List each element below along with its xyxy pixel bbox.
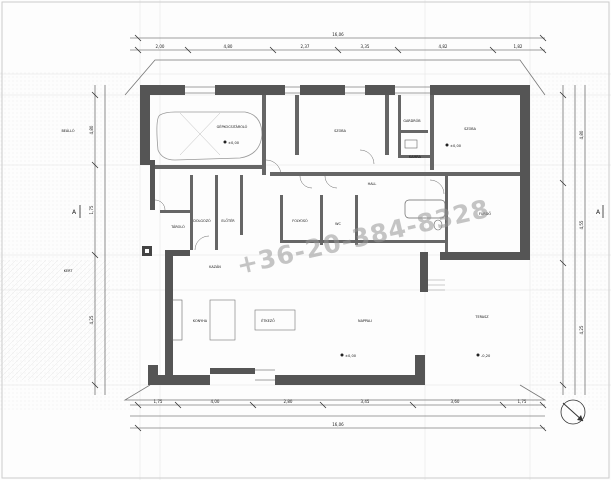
dining-table [254,309,296,331]
room-label-bathroom: FÜRDŐ [479,211,491,216]
car-icon [156,111,263,161]
dim-right-side: 4,80 [579,130,584,139]
sink-icon [404,139,418,149]
dim-top-segment: 3,35 [361,44,370,49]
toilet-icon [433,219,443,231]
room-label-corridor: FOLYOSÓ [292,218,308,223]
dim-top-segment: 1,82 [514,44,523,49]
room-label-parking: BEÁLLÓ [61,128,74,133]
section-mark: A [72,209,77,216]
room-label-storage: TÁROLÓ [170,224,185,229]
dim-bottom-overall: 16,06 [332,422,344,427]
dim-bottom-segment: 2,80 [284,399,293,404]
dim-left-side: 1,75 [89,205,94,214]
section-mark: A [596,209,601,216]
level-mark: ±0,00 [450,144,462,148]
dim-bottom-segment: 3,60 [451,399,460,404]
room-label-kitchen: KONYHA [193,319,208,323]
room-label-terrace: TERASZ [474,315,489,319]
dim-bottom-segment: 3,45 [361,399,370,404]
stove-icon [171,299,183,341]
dim-bottom-segment: 4,00 [211,399,220,404]
level-mark: -0,20 [481,354,491,358]
dim-top-overall: 16,06 [332,32,344,37]
dim-bottom-segment: 1,75 [154,399,163,404]
room-label-dining: ÉTKEZŐ [261,318,275,323]
dim-top-segment: 2,00 [156,44,165,49]
room-label-bedroom1: SZOBA [334,129,346,133]
dim-bottom-segment: 1,75 [518,399,527,404]
room-label-study: DOLGOZÓ [193,218,211,223]
room-label-hall: HALL [368,182,377,186]
dim-top-segment: 2,37 [301,44,310,49]
north-icon [560,399,586,425]
room-label-wardrobe: GARDRÓB [403,118,421,123]
kitchen-island [209,299,236,341]
room-label-wc: WC [335,222,341,226]
room-label-boiler: KAZÁN [209,264,221,269]
room-label-garage: GÉPKOCSITÁROLÓ [217,124,248,129]
dim-left-side: 4,25 [89,315,94,324]
dim-top-segment: 4,82 [439,44,448,49]
bathtub-icon [404,199,446,219]
dim-top-segment: 4,80 [224,44,233,49]
room-label-pantry: KAMRA [409,155,422,159]
dim-right-side: 4,55 [579,220,584,229]
room-label-garden: KERT [64,269,73,273]
level-mark: ±0,00 [228,141,240,145]
room-label-entry: ELŐTÉR [221,218,235,223]
dim-right-side: 4,25 [579,325,584,334]
room-label-living: NAPPALI [358,319,372,323]
room-label-bedroom2: SZOBA [464,127,476,131]
dim-left-side: 4,80 [89,125,94,134]
level-mark: ±0,00 [345,354,357,358]
